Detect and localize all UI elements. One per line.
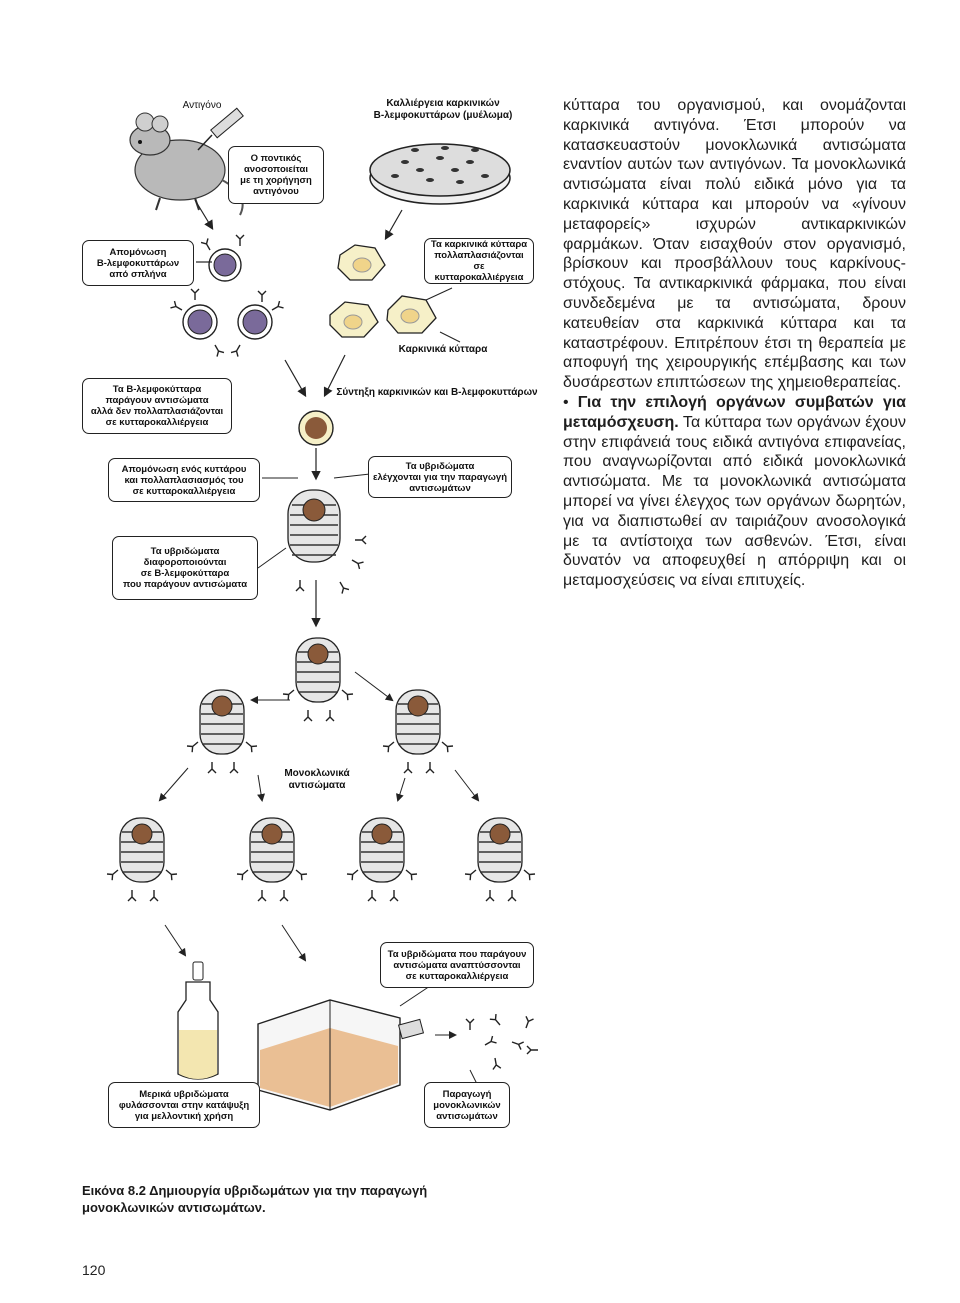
bullet-text: Τα κύτταρα των οργάνων έχουν στην επιφάν…: [563, 414, 906, 589]
monoclonal-label: Μονοκλωνικά αντισώματα: [272, 768, 362, 791]
b-cells-no-culture-box: Τα Β-λεμφοκύτταρα παράγουν αντισώματα αλ…: [82, 378, 232, 434]
hybridomas-culture-box: Τα υβριδώματα που παράγουν αντισώματα αν…: [380, 942, 534, 988]
page-number: 120: [82, 1262, 105, 1278]
antigen-label: Αντιγόνο: [162, 100, 242, 112]
antibody-cluster: [466, 1014, 538, 1070]
hybridomas-checked-box: Τα υβριδώματα ελέγχονται για την παραγωγ…: [368, 456, 512, 498]
caption-label: Εικόνα 8.2: [82, 1183, 146, 1198]
cancer-cell-label: Καρκινικά κύτταρα: [388, 344, 498, 356]
figure-caption: Εικόνα 8.2 Δημιουργία υβριδωμάτων για τη…: [82, 1182, 512, 1216]
syringe-icon: [198, 108, 243, 150]
petri-dish-illustration: [370, 144, 510, 204]
fusion-label: Σύντηξη καρκινικών και Β-λεμφοκυττάρων: [332, 387, 542, 399]
body-paragraph: κύτταρα του οργανισμού, και ονομάζονται …: [563, 96, 906, 393]
bullet-item: • Για την επιλογή οργάνων συμβατών για μ…: [563, 393, 906, 591]
hybridoma-clone-row-1: [187, 638, 453, 773]
hybridomas-differentiate-box: Τα υβριδώματα διαφοροποιούνται σε Β-λεμφ…: [112, 536, 258, 600]
body-text-column: κύτταρα του οργανισμού, και ονομάζονται …: [563, 96, 906, 591]
cancer-cell-group: [330, 245, 436, 337]
hybridoma-cell-main: [288, 490, 366, 594]
culture-flask-illustration: [258, 1000, 423, 1110]
frozen-box: Μερικά υβριδώματα φυλάσσονται στην κατάψ…: [108, 1082, 260, 1128]
production-box: Παραγωγή μονοκλωνικών αντισωμάτων: [424, 1082, 510, 1128]
myeloma-culture-label: Καλλιέργεια καρκινικών Β-λεμφοκυττάρων (…: [368, 98, 518, 121]
cancer-cells-multiply-box: Τα καρκινικά κύτταρα πολλαπλασιάζονται σ…: [424, 238, 534, 284]
isolation-single-cell-box: Απομόνωση ενός κυττάρου και πολλαπλασιασ…: [108, 458, 260, 502]
frozen-vial-illustration: [178, 962, 218, 1079]
hybridoma-clone-row-2: [107, 818, 535, 901]
spleen-isolation-box: Απομόνωση Β-λεμφοκυττάρων από σπλήνα: [82, 240, 194, 286]
mouse-immunized-box: Ο ποντικός ανοσοποιείται με τη χορήγηση …: [228, 146, 324, 204]
fused-cell: [299, 411, 333, 445]
bullet-dot-icon: •: [563, 394, 578, 411]
